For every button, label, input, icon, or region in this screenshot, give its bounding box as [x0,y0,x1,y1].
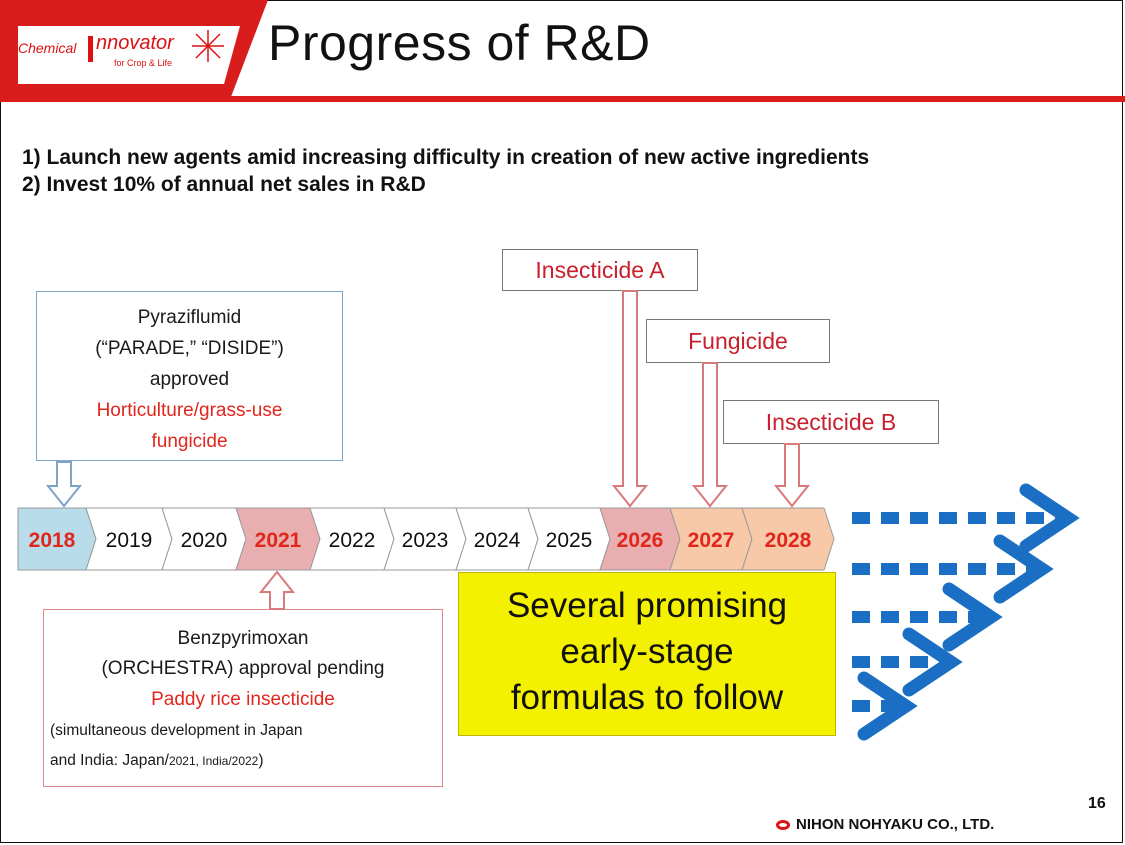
pipeline-callout: Several promising early-stage formulas t… [458,572,836,736]
pyraziflumid-brands: (“PARADE,” “DISIDE”) [95,338,284,359]
pipeline-line-2: early-stage [560,632,734,671]
logo-chemical-text: Chemical [18,40,77,56]
insecticide-b-label: Insecticide B [723,400,939,444]
sparkle-icon [192,30,224,62]
timeline-year-2028: 2028 [765,529,812,552]
company-logo: Chemical nnovator for Crop & Life [18,28,243,78]
header-background [0,0,1125,102]
timeline: 2018 2019 2020 2021 2022 2023 2024 2025 2026 2027… [17,507,835,571]
pyraziflumid-name: Pyraziflumid [137,307,242,328]
pipeline-chevron-icon-1 [1019,483,1080,553]
benzpyrimoxan-name: Benzpyrimoxan [177,628,309,649]
insecticide-a-label: Insecticide A [502,249,698,291]
company-mark-icon [776,820,790,830]
header-bar: Chemical nnovator for Crop & Life Progre… [0,0,1125,102]
pyraziflumid-use-2: fungicide [151,431,228,452]
pyraziflumid-arrow-icon [45,461,83,508]
timeline-year-2026: 2026 [617,529,664,552]
key-points-list: 1) Launch new agents amid increasing dif… [22,144,869,198]
company-footer: NIHON NOHYAKU CO., LTD. [776,816,994,833]
insecticide-a-arrow-icon [611,290,649,508]
benzpyrimoxan-note-2a: and India: Japan/ [50,752,169,769]
timeline-year-2020: 2020 [181,529,228,552]
benzpyrimoxan-note-2: and India: Japan/2021, India/2022) [44,746,442,776]
timeline-year-2025: 2025 [546,529,593,552]
bullet-item-1: 1) Launch new agents amid increasing dif… [22,146,870,169]
pipeline-arrows [852,483,1080,741]
timeline-year-2027: 2027 [688,529,735,552]
benzpyrimoxan-note-1: (simultaneous development in Japan [50,722,303,739]
logo-innovator-text: nnovator [96,32,174,54]
timeline-year-2023: 2023 [402,529,449,552]
benzpyrimoxan-callout: Benzpyrimoxan (ORCHESTRA) approval pendi… [43,609,443,787]
arrows-layer [45,290,811,610]
page-number: 16 [1088,795,1106,812]
timeline-year-2021: 2021 [255,529,302,552]
logo-i-bar [88,36,93,62]
fungicide-arrow-icon [691,362,729,508]
timeline-year-2024: 2024 [474,529,521,552]
pipeline-line-3: formulas to follow [510,678,784,717]
pipeline-line-1: Several promising [506,586,788,625]
benzpyrimoxan-status: (ORCHESTRA) approval pending [101,658,385,679]
pyraziflumid-callout: Pyraziflumid (“PARADE,” “DISIDE”) approv… [36,291,343,461]
insecticide-b-arrow-icon [773,443,811,508]
timeline-year-2019: 2019 [106,529,153,552]
fungicide-label: Fungicide [646,319,830,363]
benzpyrimoxan-arrow-icon [258,570,296,610]
company-name: NIHON NOHYAKU CO., LTD. [796,816,995,833]
pipeline-chevron-icon-2 [993,534,1054,604]
pipeline-chevron-icon-3 [942,582,1003,652]
benzpyrimoxan-note-2b: 2021, India/2022 [168,754,259,768]
benzpyrimoxan-use: Paddy rice insecticide [151,689,335,710]
benzpyrimoxan-note-2c: ) [258,752,264,769]
page-title: Progress of R&D [268,15,651,71]
pipeline-chevron-icon-4 [902,627,963,697]
timeline-year-2018: 2018 [29,529,76,552]
pyraziflumid-use-1: Horticulture/grass-use [96,400,283,421]
pyraziflumid-status: approved [149,369,230,390]
bullet-item-2: 2) Invest 10% of annual net sales in R&D [22,173,426,196]
pipeline-chevron-icon-5 [857,671,918,741]
timeline-chevron-2028 [741,507,835,571]
logo-tagline: for Crop & Life [114,58,173,68]
timeline-year-2022: 2022 [329,529,376,552]
